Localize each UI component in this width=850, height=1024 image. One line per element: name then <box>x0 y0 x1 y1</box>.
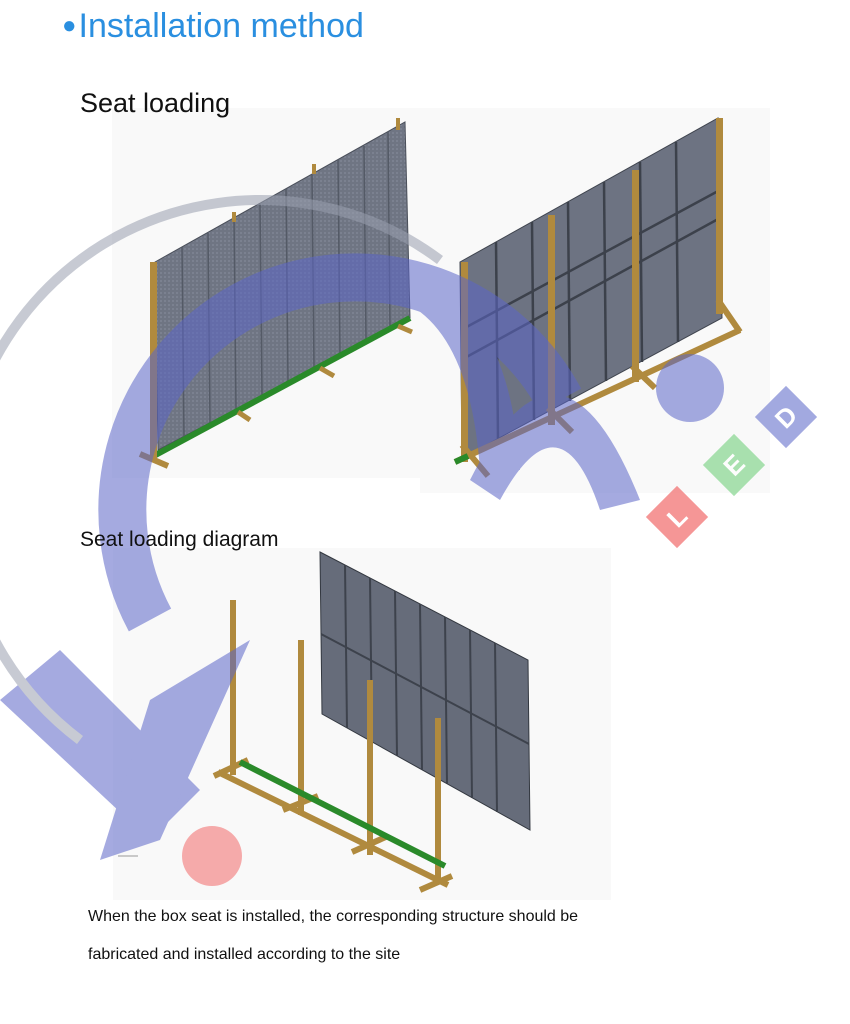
watermark-dot-red <box>182 826 242 886</box>
title-text: Installation method <box>78 7 364 45</box>
page-title: ●Installation method <box>62 4 364 48</box>
led-badge-l <box>645 485 709 549</box>
watermark-arc <box>98 253 582 632</box>
watermark-x-right <box>100 640 250 860</box>
led-badge-e <box>702 433 766 497</box>
led-badge-d <box>754 385 818 449</box>
led-badge: L E D <box>645 385 818 549</box>
watermark-stroke <box>400 260 520 470</box>
watermark-stroke-2 <box>470 394 640 510</box>
caption-line-2: fabricated and installed according to th… <box>88 946 401 963</box>
watermark-logo <box>0 195 724 886</box>
caption-line-1: When the box seat is installed, the corr… <box>88 908 579 925</box>
section-title-seat-loading-diagram: Seat loading diagram <box>80 528 279 551</box>
seat-diagram <box>118 551 531 893</box>
watermark-dot-blue <box>656 354 724 422</box>
title-bullet: ● <box>62 12 77 39</box>
watermark-gray-arc <box>0 195 443 744</box>
section-title-seat-loading: Seat loading <box>80 88 231 118</box>
